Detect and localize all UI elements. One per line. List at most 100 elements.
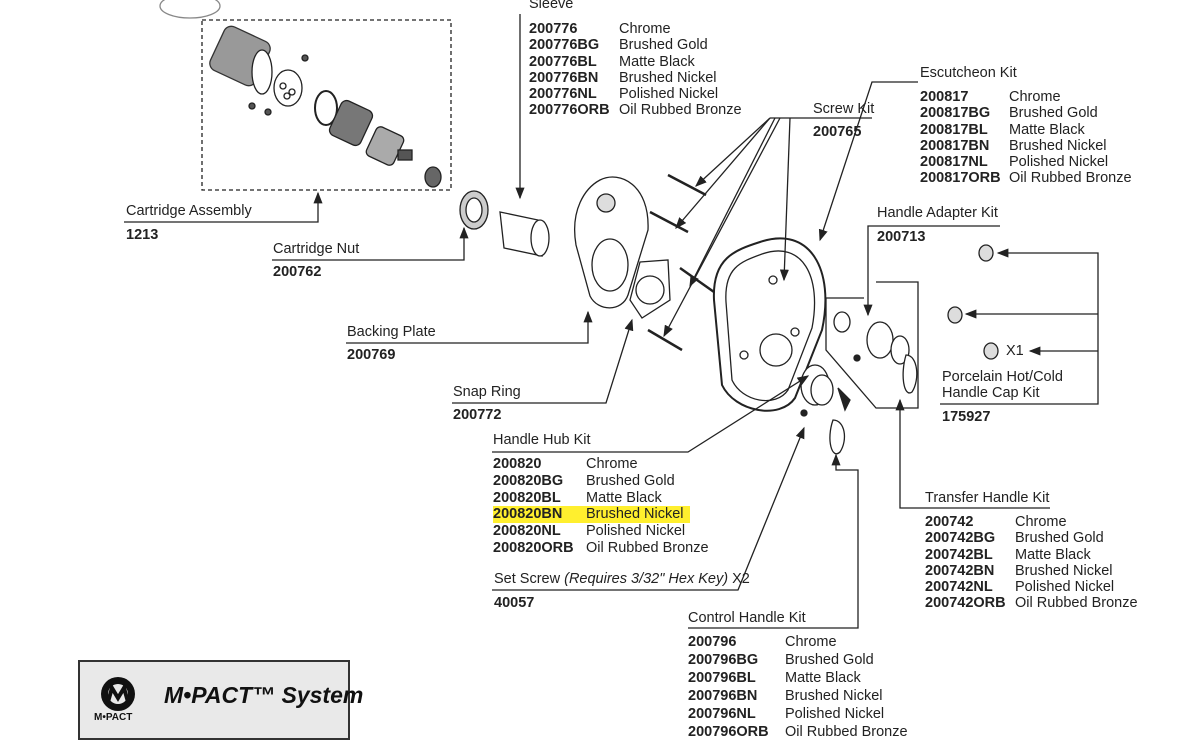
finish-name: Chrome <box>785 634 837 650</box>
finish-row: 200820BG Brushed Gold <box>493 473 709 490</box>
part-code: 200796BN <box>688 688 758 704</box>
part-code: 200817NL <box>920 154 988 171</box>
escutcheon-label: Escutcheon Kit <box>920 65 1017 81</box>
part-code: 200742NL <box>925 579 993 596</box>
handle-hub-label: Handle Hub Kit <box>493 432 591 448</box>
mpact-title: M•PACT™ System <box>164 682 364 708</box>
snap-ring-drawing <box>629 259 671 319</box>
finish-name: Matte Black <box>1009 121 1085 138</box>
part-code: 200776NL <box>529 86 597 103</box>
finish-row: 200796BN Brushed Nickel <box>688 687 908 705</box>
snap-ring-label: Snap Ring <box>453 384 521 400</box>
handle-cap-part: 175927 <box>942 409 991 425</box>
handle-adapter-label: Handle Adapter Kit <box>877 205 998 221</box>
set-screw-line: Set Screw (Requires 3/32" Hex Key) X2 <box>494 571 750 588</box>
part-code: 200820BN <box>493 506 586 524</box>
finish-row: 200742NL Polished Nickel <box>925 579 1138 595</box>
part-code: 200820BL <box>493 489 561 506</box>
finish-name: Brushed Nickel <box>1015 562 1113 579</box>
snap-ring-part: 200772 <box>453 407 502 423</box>
finish-name: Brushed Gold <box>619 37 708 54</box>
part-code: 200817BN <box>920 137 990 154</box>
finish-name: Brushed Nickel <box>586 506 690 524</box>
handle-cap-label-line1: Porcelain Hot/Cold <box>942 369 1063 385</box>
finish-row: 200796BG Brushed Gold <box>688 651 908 669</box>
transfer-handle-drawing <box>833 311 918 394</box>
part-code: 200820BG <box>493 472 564 489</box>
finish-name: Brushed Nickel <box>1009 137 1107 154</box>
control-handle-finish-list: 200796 Chrome 200796BG Brushed Gold 200796… <box>688 633 908 741</box>
finish-name: Oil Rubbed Bronze <box>1015 595 1138 612</box>
cartridge-nut-label: Cartridge Nut <box>273 241 360 257</box>
finish-row: 200820BL Matte Black <box>493 490 709 507</box>
mpact-logo-text: M•PACT <box>94 712 133 723</box>
finish-row: 200820ORB Oil Rubbed Bronze <box>493 540 709 557</box>
finish-name: Brushed Gold <box>1015 530 1104 547</box>
part-code: 200776BL <box>529 53 597 70</box>
finish-row: 200820 Chrome <box>493 456 709 473</box>
set-screw-label: Set Screw <box>494 571 561 587</box>
finish-name: Brushed Nickel <box>619 69 717 86</box>
finish-name: Matte Black <box>586 489 662 506</box>
part-code: 200796ORB <box>688 724 769 740</box>
finish-row: 200776BN Brushed Nickel <box>529 70 742 86</box>
escutcheon-drawing <box>712 237 827 412</box>
part-code: 200820ORB <box>493 539 574 556</box>
finish-name: Chrome <box>586 456 638 472</box>
set-screw-part: 40057 <box>494 595 535 611</box>
finish-name: Chrome <box>619 21 671 37</box>
handle-cap-quantity: X1 <box>1006 343 1024 359</box>
finish-name: Matte Black <box>619 53 695 70</box>
backing-plate-part: 200769 <box>347 347 396 363</box>
finish-name: Brushed Gold <box>1009 105 1098 122</box>
handle-cap-label-line2: Handle Cap Kit <box>942 385 1040 401</box>
part-code: 200776 <box>529 21 578 37</box>
finish-name: Brushed Gold <box>586 472 675 489</box>
leader-lines <box>124 14 1099 629</box>
set-screw-note: (Requires 3/32" Hex Key) <box>564 571 729 587</box>
sleeve-label: Sleeve <box>529 0 574 12</box>
control-handle-drawing <box>800 364 851 455</box>
transfer-handle-label: Transfer Handle Kit <box>925 490 1050 506</box>
finish-row: 200817BL Matte Black <box>920 122 1132 138</box>
finish-name: Chrome <box>1015 514 1067 530</box>
cartridge-parts-drawing <box>159 0 442 188</box>
cartridge-assembly-part: 1213 <box>126 227 159 243</box>
part-code: 200820 <box>493 456 542 472</box>
finish-name: Matte Black <box>1015 546 1091 563</box>
handle-caps-drawing <box>947 244 999 360</box>
part-code: 200796 <box>688 634 737 650</box>
finish-name: Brushed Gold <box>785 652 874 668</box>
finish-name: Polished Nickel <box>785 706 885 722</box>
finish-name: Brushed Nickel <box>785 688 883 704</box>
part-code: 200820NL <box>493 523 561 540</box>
finish-name: Oil Rubbed Bronze <box>619 102 742 119</box>
part-code: 200796BG <box>688 652 759 668</box>
part-code: 200776BN <box>529 69 599 86</box>
part-code: 200817 <box>920 89 969 105</box>
finish-name: Polished Nickel <box>1015 579 1115 596</box>
part-code: 200817BL <box>920 121 988 138</box>
part-code: 200742 <box>925 514 974 530</box>
finish-name: Oil Rubbed Bronze <box>586 539 709 556</box>
screws-drawing <box>647 173 715 352</box>
finish-row: 200776 Chrome <box>529 21 742 37</box>
sleeve-drawing <box>499 211 550 257</box>
set-screw-quantity: X2 <box>732 571 750 587</box>
part-code: 200742BL <box>925 546 993 563</box>
finish-row: 200742BL Matte Black <box>925 547 1138 563</box>
